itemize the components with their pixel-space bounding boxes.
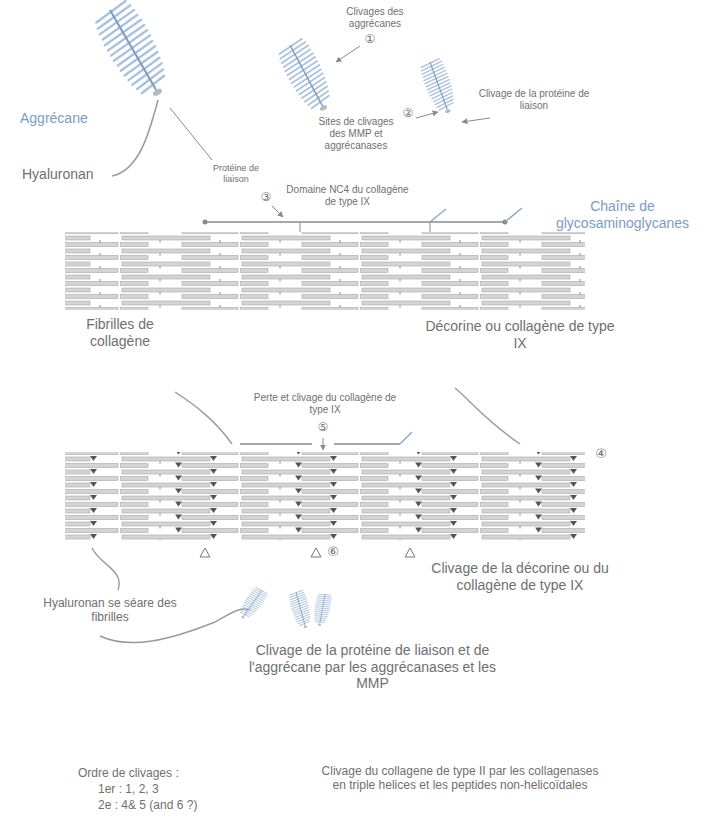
leader-line xyxy=(323,438,324,450)
aggrecan-fragment xyxy=(419,58,460,117)
molecule-name-holder: Hyaluronan xyxy=(22,166,132,183)
callout-number-holder: ⑥ xyxy=(324,544,342,559)
order-note: Ordre de clivages : xyxy=(78,766,248,780)
molecule-name: Aggrécane xyxy=(20,110,130,127)
molecule-name: Hyaluronan xyxy=(22,166,132,183)
cleaved-collagen-fibrils xyxy=(65,452,585,540)
callout-number: ② xyxy=(400,106,416,120)
collagen-ix-link xyxy=(300,222,430,232)
process-note-holder: Clivages des aggrécanes xyxy=(330,6,420,30)
process-note: Clivage de la protéine de liaison et de … xyxy=(235,642,510,692)
leader-line xyxy=(272,206,283,217)
callout-number: ① xyxy=(362,32,378,46)
process-note: Clivage de la décorine ou du collagène d… xyxy=(420,560,620,593)
part-name-holder: Domaine NC4 du collagène de type IX xyxy=(280,184,415,208)
aggrecan-fragment xyxy=(236,586,268,623)
gag-chain xyxy=(430,208,522,222)
molecule-name: Chaîne de glycosaminoglycanes xyxy=(535,198,710,231)
leader-line xyxy=(170,108,212,160)
order-note: 2e : 4& 5 (and 6 ?) xyxy=(98,798,268,812)
aggrecan-molecule xyxy=(275,37,339,117)
cleavage-mark xyxy=(405,548,415,557)
callout-number: ③ xyxy=(258,190,274,204)
process-note-holder: Perte et clivage du collagène de type IX xyxy=(250,392,400,416)
callout-number: ⑥ xyxy=(324,544,342,559)
leader-line xyxy=(462,118,490,122)
hyaluronan-strand xyxy=(455,388,520,444)
process-note: Sites de clivages des MMP et aggrécanase… xyxy=(312,116,400,151)
callout-number: ⑤ xyxy=(315,420,331,434)
leader-line xyxy=(336,46,360,62)
aggrecan-fragment xyxy=(312,593,332,627)
order-note-holder: Ordre de clivages : xyxy=(78,766,248,780)
part-name: Protéine de liaison xyxy=(200,163,272,184)
part-name: Domaine NC4 du collagène de type IX xyxy=(280,184,415,208)
order-note: 1er : 1, 2, 3 xyxy=(98,782,268,796)
nc4-knob xyxy=(203,220,208,225)
molecule-name-holder: Aggrécane xyxy=(20,110,130,127)
order-note-holder: 2e : 4& 5 (and 6 ?) xyxy=(98,798,268,812)
process-note: Perte et clivage du collagène de type IX xyxy=(250,392,400,416)
process-note-holder: Clivage de la protéine de liaison et de … xyxy=(235,642,510,692)
process-note-holder: Clivage de la décorine ou du collagène d… xyxy=(420,560,620,593)
molecule-name-holder: Décorine ou collagène de type IX xyxy=(420,318,620,351)
process-note: Clivage du collagene de type II par les … xyxy=(315,764,605,792)
molecule-name-holder: Chaîne de glycosaminoglycanes xyxy=(535,198,710,231)
process-note-holder: Sites de clivages des MMP et aggrécanase… xyxy=(312,116,400,151)
process-note: Hyaluronan se séare des fibrilles xyxy=(40,596,180,624)
collagen-ix-nc4 xyxy=(205,221,505,222)
callout-number-holder: ② xyxy=(400,106,416,120)
callout-number-holder: ④ xyxy=(592,446,610,461)
aggrecan-fragment xyxy=(288,590,314,630)
callout-number-holder: ⑤ xyxy=(315,420,331,434)
callout-number: ④ xyxy=(592,446,610,461)
process-note-holder: Clivage du collagene de type II par les … xyxy=(315,764,605,792)
collagen-fibrils xyxy=(65,232,585,310)
hyaluronan-strand xyxy=(112,100,158,176)
hyaluronan-strand xyxy=(92,548,119,590)
process-note: Clivage de la protéine de liaison xyxy=(478,88,590,112)
hyaluronan-strand xyxy=(175,392,232,444)
aggrecan-molecule xyxy=(91,0,178,106)
molecule-name: Décorine ou collagène de type IX xyxy=(420,318,620,351)
process-note-holder: Hyaluronan se séare des fibrilles xyxy=(40,596,180,624)
order-note-holder: 1er : 1, 2, 3 xyxy=(98,782,268,796)
cleavage-mark xyxy=(311,548,321,557)
collagen-ix-nc4 xyxy=(240,443,400,444)
part-name-holder: Protéine de liaison xyxy=(200,163,272,184)
leader-line xyxy=(416,112,438,118)
structure-name-holder: Fibrilles de collagène xyxy=(55,316,185,349)
process-note: Clivages des aggrécanes xyxy=(330,6,420,30)
callout-number-holder: ① xyxy=(362,32,378,46)
callout-number-holder: ③ xyxy=(258,190,274,204)
process-note-holder: Clivage de la protéine de liaison xyxy=(478,88,590,112)
structure-name: Fibrilles de collagène xyxy=(55,316,185,349)
cleavage-mark xyxy=(200,548,210,557)
gag-chain xyxy=(400,432,412,444)
